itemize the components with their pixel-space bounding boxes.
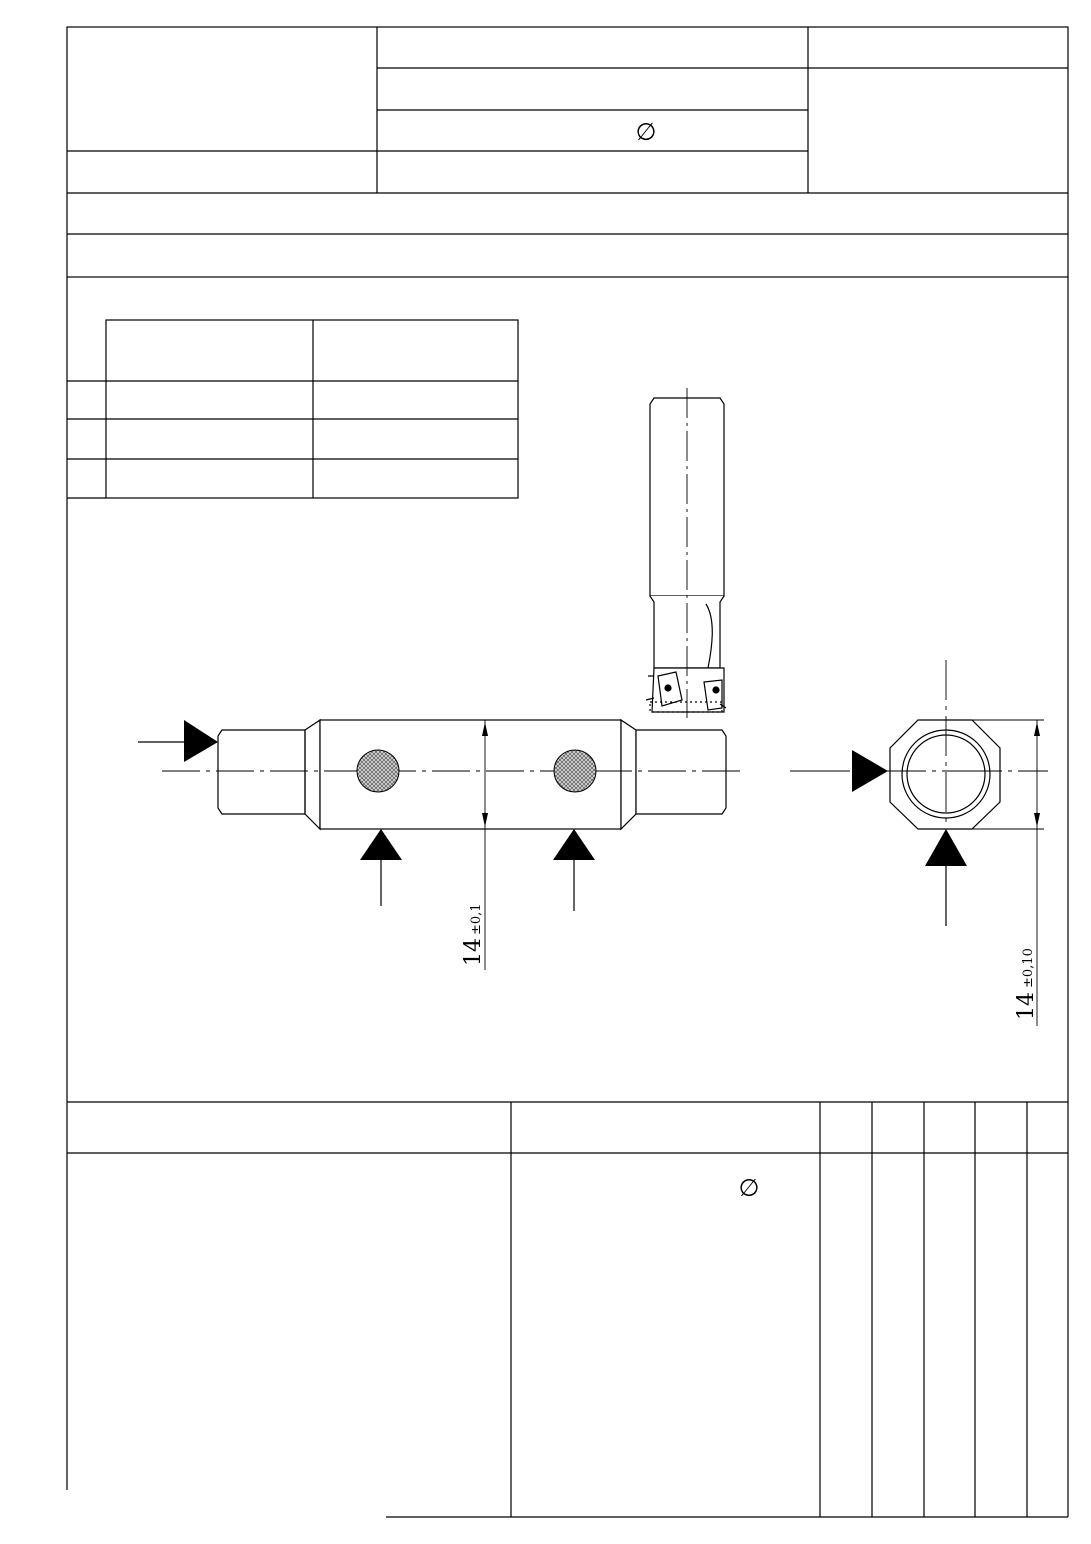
side-view-part — [889, 719, 1001, 830]
sheet-frame-top — [66, 26, 1069, 278]
machining-spot-left — [356, 749, 400, 793]
front-view-dimension-value: 14 — [461, 938, 486, 966]
operations-diameter-symbol: ∅ — [739, 1174, 760, 1202]
front-view-dimension-tolerance: ±0,1 — [469, 903, 484, 935]
locating-arrow-support-right — [553, 829, 595, 911]
locating-arrow-axial — [138, 720, 218, 762]
left-journal — [217, 729, 305, 815]
machining-spot-right — [553, 749, 597, 793]
operations-table — [67, 1101, 1068, 1518]
side-locating-arrow-bottom — [925, 829, 967, 926]
locating-arrow-support-left — [360, 829, 402, 906]
front-view-dimension — [482, 720, 488, 970]
right-journal — [636, 729, 727, 815]
side-locating-arrow-radial — [852, 750, 888, 792]
side-view-dimension-value: 14 — [1014, 992, 1039, 1020]
side-view-dimension-tolerance: ±0,10 — [1021, 948, 1036, 988]
title-block — [66, 26, 1069, 278]
side-view-dimension — [972, 719, 1044, 1026]
end-mill-cutter — [645, 397, 727, 713]
parameter-table — [67, 319, 519, 499]
header-diameter-symbol: ∅ — [636, 118, 657, 146]
front-view-part — [217, 718, 727, 831]
drawing-frame — [66, 277, 1069, 1517]
